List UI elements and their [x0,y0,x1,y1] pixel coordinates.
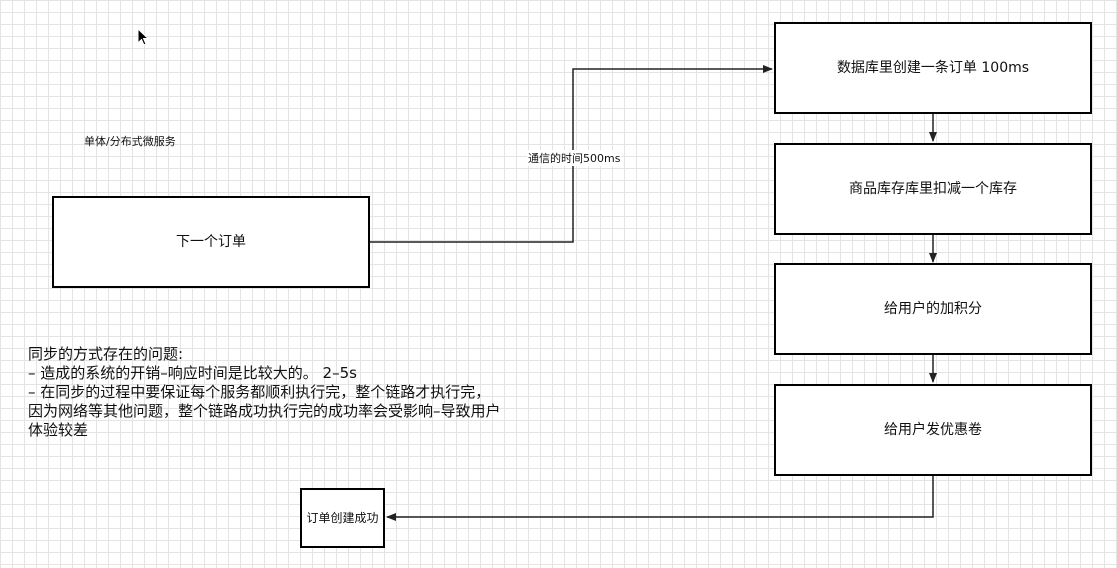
note-line: – 在同步的过程中要保证每个服务都顺利执行完，整个链路才执行完， [28,383,491,401]
architecture-label: 单体/分布式微服务 [84,135,176,148]
sync-problems-note: 同步的方式存在的问题: – 造成的系统的开销–响应时间是比较大的。 2–5s –… [28,345,548,440]
box-send-coupon[interactable]: 给用户发优惠卷 [774,384,1092,476]
note-line: 因为网络等其他问题，整个链路成功执行完的成功率会受影响–导致用户 [28,402,501,420]
box-order-success[interactable]: 订单创建成功 [300,488,385,548]
box-deduct-stock[interactable]: 商品库存库里扣减一个库存 [774,143,1092,235]
edge-label-communication-time: 通信的时间500ms [527,150,622,166]
box-add-points-text: 给用户的加积分 [884,300,982,317]
mouse-cursor-icon [137,28,149,46]
note-line: 体验较差 [28,421,89,439]
box-create-order-db-text: 数据库里创建一条订单 100ms [836,59,1030,76]
arrow-coupon-to-success [386,476,934,521]
note-line: – 造成的系统的开销–响应时间是比较大的。 2–5s [28,364,357,382]
note-line: 同步的方式存在的问题: [28,345,184,363]
box-place-order-text: 下一个订单 [176,233,246,250]
box-deduct-stock-text: 商品库存库里扣减一个库存 [849,180,1017,197]
box-create-order-db[interactable]: 数据库里创建一条订单 100ms [774,22,1092,114]
box-place-order[interactable]: 下一个订单 [52,196,370,288]
box-order-success-text: 订单创建成功 [306,510,379,525]
box-add-points[interactable]: 给用户的加积分 [774,263,1092,355]
box-send-coupon-text: 给用户发优惠卷 [884,421,982,438]
